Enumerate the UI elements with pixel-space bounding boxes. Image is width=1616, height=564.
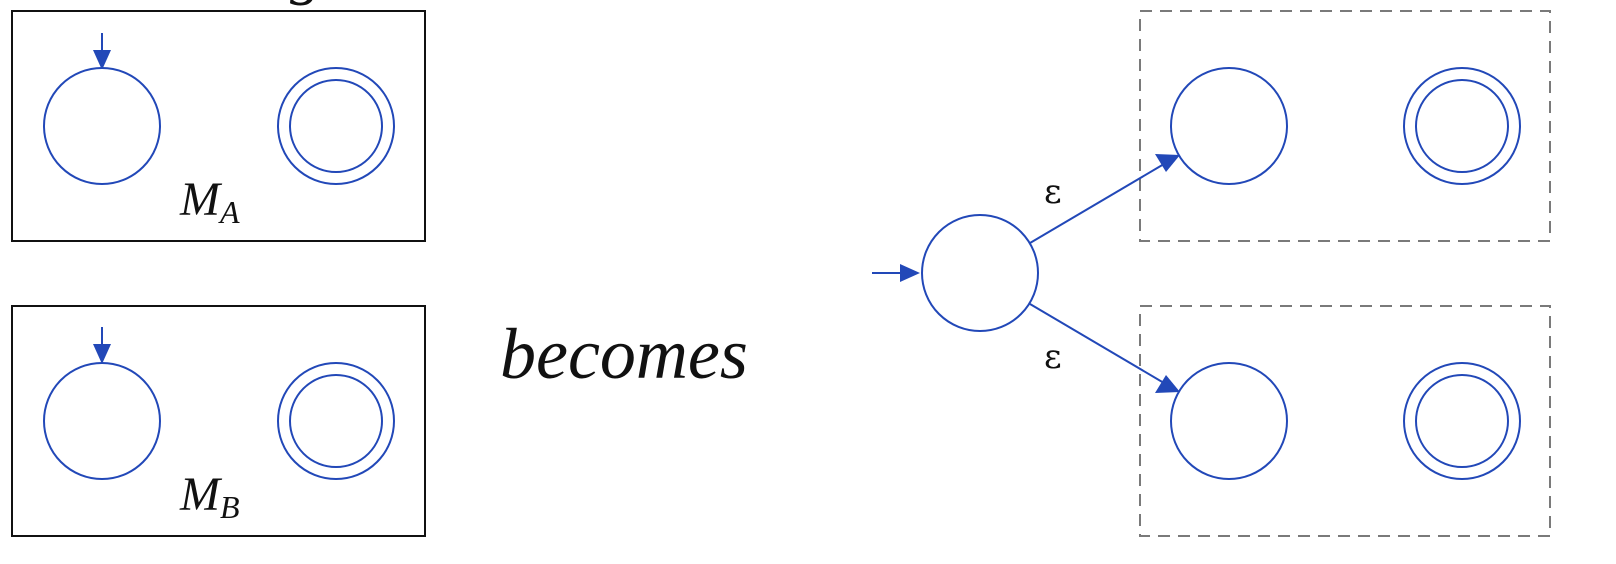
combined-machine: ε ε — [872, 10, 1551, 537]
dashed-box-a — [1139, 10, 1551, 242]
epsilon-label-top: ε — [1044, 172, 1062, 212]
epsilon-label-bottom: ε — [1044, 337, 1062, 377]
cut-off-glyph-left: g — [290, 0, 322, 6]
dashed-box-b — [1139, 305, 1551, 537]
machine-a-label: MA — [179, 173, 240, 230]
machine-b-panel: MB — [11, 305, 426, 537]
new-start-state — [921, 214, 1039, 332]
machine-b-start-arrowhead — [93, 344, 111, 364]
combined-b-accept-state-inner — [1415, 374, 1509, 468]
cut-off-glyph-right-2: B — [1492, 0, 1531, 6]
machine-a-start-arrowhead — [93, 50, 111, 70]
machine-b-start-state — [43, 362, 161, 480]
cut-off-glyph-right-1: A — [1208, 0, 1252, 6]
epsilon-edge-top — [1029, 163, 1165, 244]
epsilon-edge-bottom — [1029, 303, 1165, 384]
machine-b-box — [11, 305, 426, 537]
machine-b-accept-state-inner — [289, 374, 383, 468]
machine-a-accept-state-inner — [289, 79, 383, 173]
epsilon-edge-bottom-arrowhead — [1155, 375, 1180, 393]
new-start-arrowhead — [900, 264, 920, 282]
machine-a-box — [11, 10, 426, 242]
combined-a-start-state — [1170, 67, 1288, 185]
machine-a-panel: MA — [11, 10, 426, 242]
combined-b-start-state — [1170, 362, 1288, 480]
epsilon-edge-top-arrowhead — [1155, 154, 1180, 172]
combined-a-accept-state-inner — [1415, 79, 1509, 173]
machine-a-start-state — [43, 67, 161, 185]
becomes-text: becomes — [500, 314, 748, 394]
machine-b-label: MB — [179, 468, 240, 525]
